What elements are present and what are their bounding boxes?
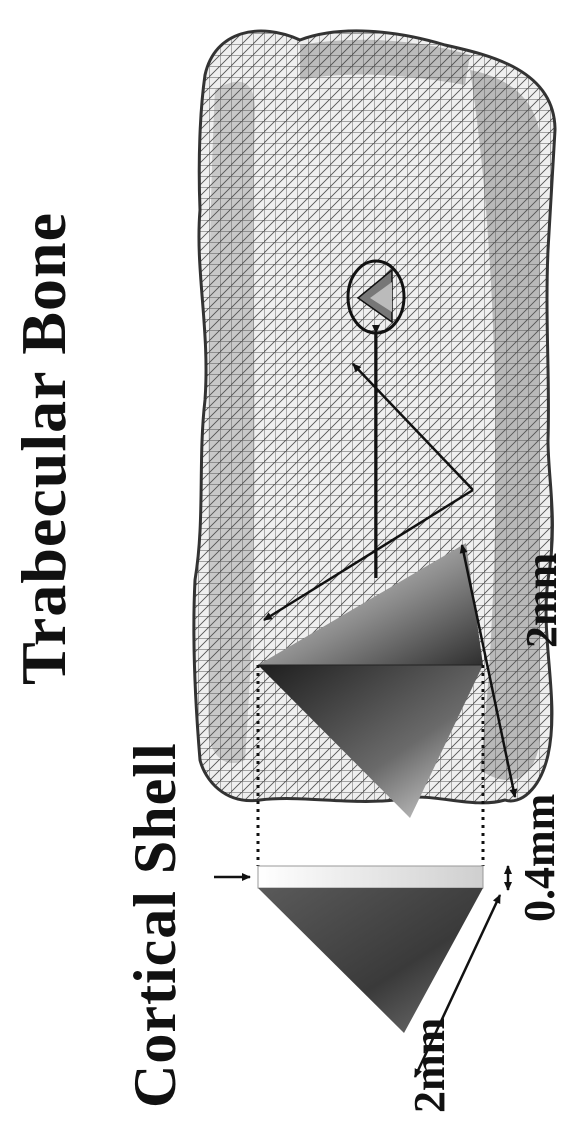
- label-trabecular-bone: Trabecular Bone: [12, 212, 76, 685]
- cortical-shell-slab: [258, 866, 483, 888]
- label-dim-cortical-edge: 2mm: [408, 1018, 452, 1113]
- label-dim-cortical-thickness: 0.4mm: [518, 794, 562, 922]
- label-cortical-shell: Cortical Shell: [125, 742, 185, 1108]
- label-dim-trabecular-edge: 2mm: [520, 553, 563, 648]
- lower-pyramid: [258, 888, 483, 1033]
